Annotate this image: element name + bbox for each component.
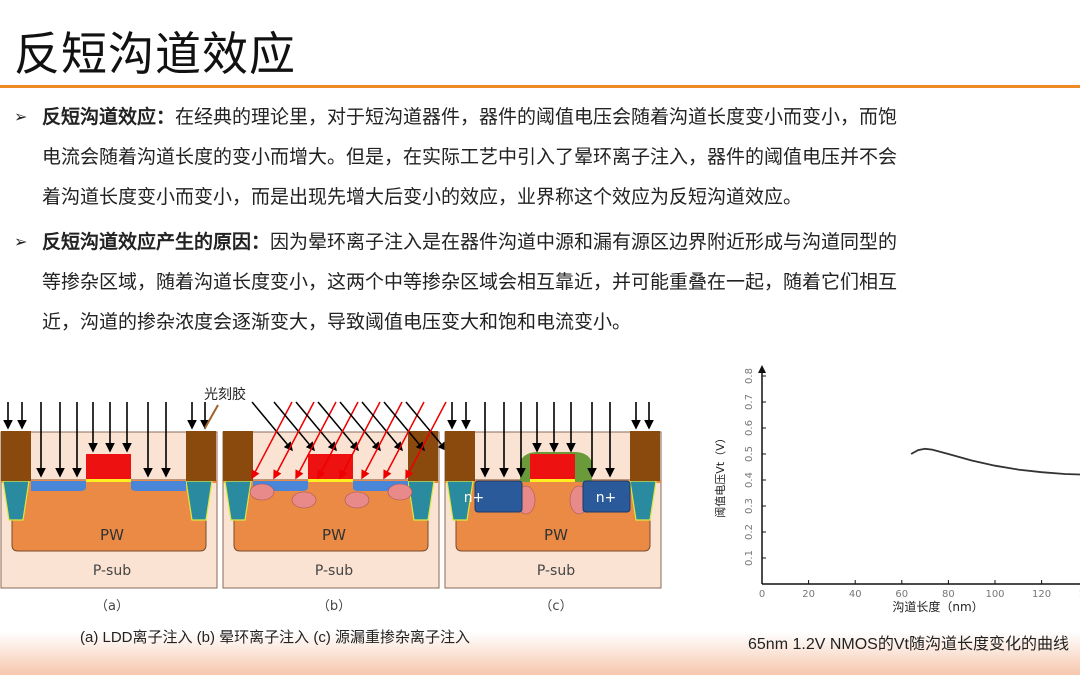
implant-diagram: PW P-sub （a） PW P-sub （b） PW P-sub n+ n+ （c） 光刻胶 bbox=[0, 386, 662, 614]
gate-oxide bbox=[530, 479, 575, 482]
paragraph-cause: ➢ 反短沟道效应产生的原因：因为晕环离子注入是在器件沟道中源和漏有源区边界附近形… bbox=[14, 222, 1080, 342]
diagram-caption: (a) LDD离子注入 (b) 晕环离子注入 (c) 源漏重掺杂离子注入 bbox=[80, 629, 471, 646]
photoresist bbox=[186, 431, 216, 481]
y-axis-label: 阈值电压Vt（V） bbox=[713, 432, 727, 517]
y-tick-label: 0.2 bbox=[744, 524, 755, 540]
chart-caption: 65nm 1.2V NMOS的Vt随沟道长度变化的曲线 bbox=[748, 636, 1069, 653]
x-tick-label: 20 bbox=[802, 589, 815, 600]
photoresist bbox=[223, 431, 253, 481]
y-tick-label: 0.4 bbox=[744, 472, 755, 488]
halo-region bbox=[249, 483, 275, 501]
gate-oxide bbox=[86, 479, 131, 482]
n-plus-region bbox=[582, 480, 631, 513]
implant-arrow bbox=[405, 401, 447, 452]
y-tick-label: 0.8 bbox=[744, 368, 755, 384]
n-plus-region bbox=[474, 480, 523, 513]
implant-arrow bbox=[339, 401, 381, 452]
y-axis-arrow bbox=[758, 365, 766, 373]
gate bbox=[530, 454, 575, 479]
paragraph-definition: ➢ 反短沟道效应：在经典的理论里，对于短沟道器件，器件的阈值电压会随着沟道长度变… bbox=[14, 97, 1080, 217]
pw-label: PW bbox=[100, 526, 124, 544]
photoresist-pointer bbox=[204, 404, 219, 429]
p-well bbox=[233, 479, 429, 552]
pw-label: PW bbox=[322, 526, 346, 544]
title-divider bbox=[0, 85, 1080, 88]
vt-chart: 0 20 40 60 80 100 120 140 0.1 0.2 0.3 0.4 0.5 0.6 0.7 0… bbox=[713, 365, 1080, 614]
arrow-bullet-icon: ➢ bbox=[14, 232, 28, 251]
paragraph-line: 在经典的理论里，对于短沟道器件，器件的阈值电压会随着沟道长度变小而变小，而饱 bbox=[175, 106, 898, 128]
paragraph-line: 近，沟道的掺杂浓度会逐渐变大，导致阈值电压变大和饱和电流变小。 bbox=[42, 311, 632, 333]
photoresist bbox=[630, 431, 660, 481]
implant-arrow bbox=[383, 401, 425, 452]
paragraph-heading: 反短沟道效应产生的原因： bbox=[42, 231, 271, 253]
panel-label: （a） bbox=[95, 599, 129, 614]
y-tick-label: 0.3 bbox=[744, 498, 755, 514]
psub-label: P-sub bbox=[93, 563, 131, 579]
pw-label: PW bbox=[544, 526, 568, 544]
implant-arrow bbox=[405, 401, 447, 480]
implant-arrow bbox=[273, 401, 315, 452]
paragraph-line: 等掺杂区域，随着沟道长度变小，这两个中等掺杂区域会相互靠近，并可能重叠在一起，随… bbox=[42, 271, 898, 293]
implant-arrow bbox=[295, 401, 337, 452]
p-well bbox=[11, 479, 207, 552]
x-tick-label: 100 bbox=[985, 589, 1004, 600]
halo-region bbox=[387, 483, 413, 501]
x-tick-label: 0 bbox=[759, 589, 765, 600]
diagram-panel-b: PW P-sub （b） bbox=[222, 401, 447, 614]
implant-arrow bbox=[317, 401, 359, 452]
photoresist bbox=[445, 431, 475, 481]
x-tick-label: 80 bbox=[942, 589, 955, 600]
vt-curve bbox=[910, 447, 1080, 476]
y-tick-label: 0.5 bbox=[744, 446, 755, 462]
slide-title: 反短沟道效应 bbox=[14, 27, 296, 81]
y-tick-label: 0.6 bbox=[744, 420, 755, 436]
n-plus-label: n+ bbox=[596, 490, 617, 506]
gate bbox=[86, 454, 131, 479]
halo-region bbox=[344, 491, 370, 509]
implant-arrow bbox=[251, 401, 293, 452]
y-tick-label: 0.1 bbox=[744, 550, 755, 566]
x-tick-label: 120 bbox=[1032, 589, 1051, 600]
y-tick-label: 0.7 bbox=[744, 394, 755, 410]
x-tick-label: 140 bbox=[1079, 589, 1080, 600]
photoresist-label: 光刻胶 bbox=[204, 386, 246, 403]
psub-label: P-sub bbox=[537, 563, 575, 579]
n-plus-label: n+ bbox=[464, 490, 485, 506]
footer-band bbox=[0, 632, 1080, 675]
gate-oxide bbox=[308, 479, 353, 482]
paragraph-line: 因为晕环离子注入是在器件沟道中源和漏有源区边界附近形成与沟道同型的 bbox=[270, 231, 898, 253]
halo-region bbox=[291, 491, 317, 509]
paragraph-heading: 反短沟道效应： bbox=[42, 106, 176, 128]
diagram-panel-a: PW P-sub （a） bbox=[0, 402, 218, 614]
implant-arrow bbox=[361, 401, 403, 452]
x-axis-label: 沟道长度（nm） bbox=[892, 599, 983, 614]
panel-label: （b） bbox=[317, 599, 351, 614]
paragraph-line: 电流会随着沟道长度的变小而增大。但是，在实际工艺中引入了晕环离子注入，器件的阈值… bbox=[42, 146, 898, 168]
arrow-bullet-icon: ➢ bbox=[14, 107, 28, 126]
paragraph-line: 着沟道长度变小而变小，而是出现先增大后变小的效应，业界称这个效应为反短沟道效应。 bbox=[42, 186, 803, 208]
photoresist bbox=[1, 431, 31, 481]
panel-label: （c） bbox=[539, 599, 572, 614]
x-tick-label: 40 bbox=[849, 589, 862, 600]
ldd-region bbox=[131, 481, 186, 491]
ldd-region bbox=[31, 481, 86, 491]
diagram-panel-c: PW P-sub n+ n+ （c） bbox=[444, 402, 662, 614]
psub-label: P-sub bbox=[315, 563, 353, 579]
x-tick-label: 60 bbox=[895, 589, 908, 600]
